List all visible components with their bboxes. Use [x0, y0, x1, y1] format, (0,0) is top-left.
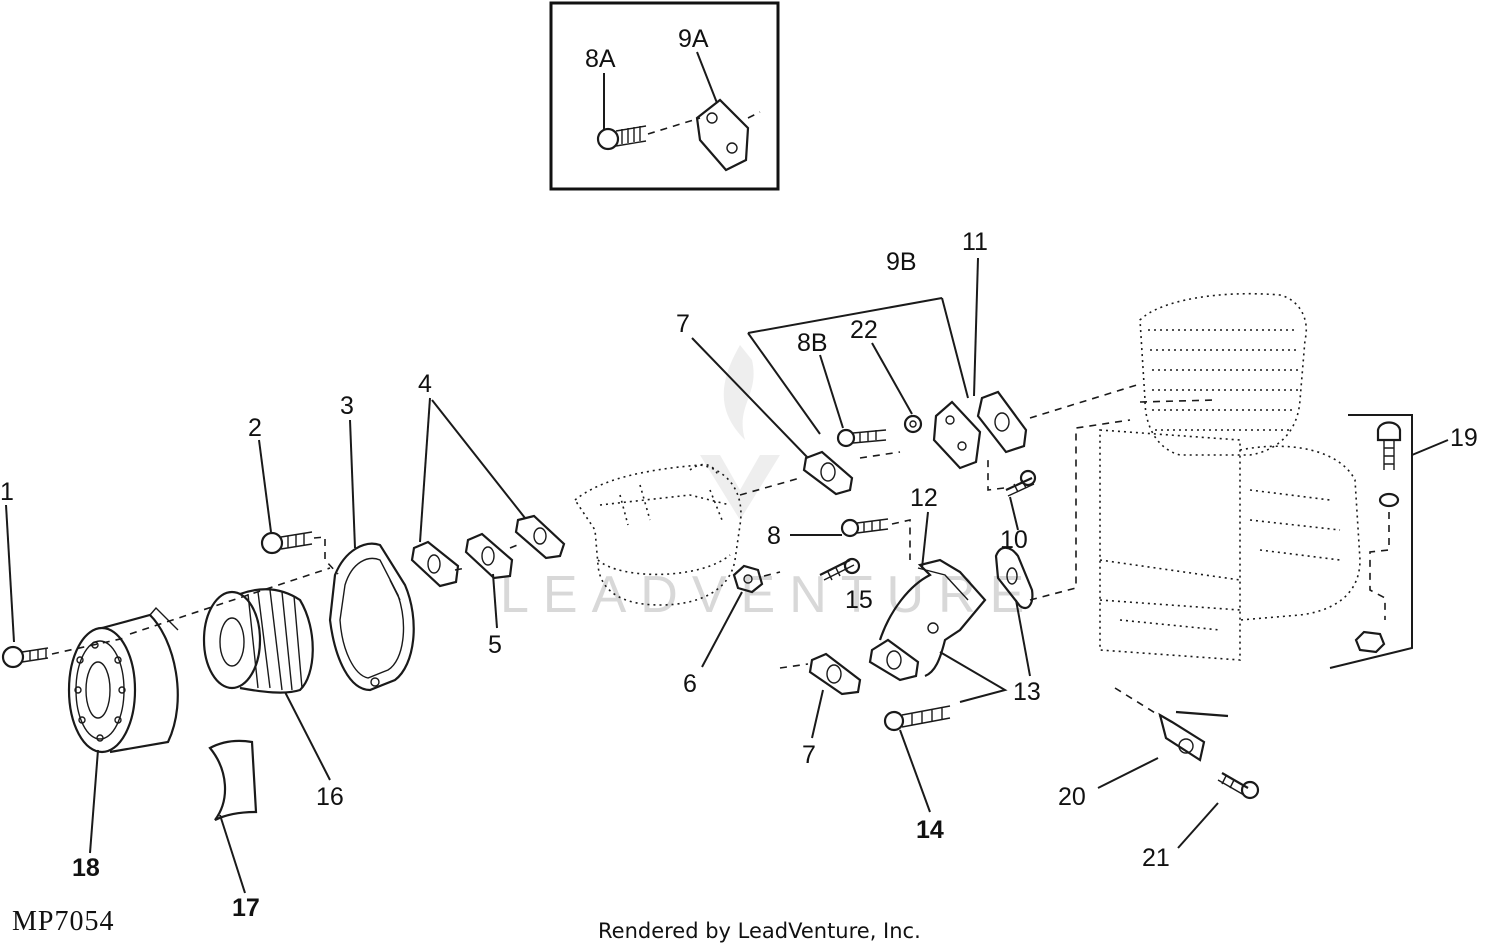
- callout-13: 13: [1013, 678, 1041, 706]
- leader-18: [89, 749, 99, 854]
- part-22-washer: [903, 414, 923, 434]
- leader-1: [5, 504, 15, 643]
- callout-11: 11: [962, 228, 988, 256]
- leader-19: [1411, 439, 1449, 456]
- inset-box: [549, 1, 780, 191]
- callout-3: 3: [340, 392, 354, 420]
- assembly-axis-line: [129, 383, 1141, 635]
- callout-14: 14: [916, 816, 944, 844]
- part-15-screw: [819, 557, 861, 581]
- leader-22: [871, 342, 913, 415]
- callout-5: 5: [488, 631, 502, 659]
- part-3-air-cleaner-base: [328, 542, 415, 692]
- leader-14-b: [939, 651, 1008, 703]
- callout-9b: 9B: [886, 248, 917, 276]
- part-16-filter-element: [202, 588, 314, 694]
- part-7-gasket-lower: [779, 652, 862, 696]
- leader-12: [921, 511, 929, 569]
- leader-17: [219, 814, 246, 894]
- part-2-screw: [260, 531, 339, 575]
- callout-1: 1: [0, 478, 14, 506]
- callout-9a: 9A: [678, 25, 709, 53]
- part-20-clamp: [1114, 687, 1229, 762]
- watermark-text: LEADVENTURE: [500, 566, 1038, 624]
- callout-16: 16: [316, 783, 344, 811]
- part-6-nut: [732, 564, 781, 594]
- part-13-gasket: [994, 546, 1034, 610]
- callout-10: 10: [1000, 526, 1028, 554]
- leader-7a: [691, 337, 809, 459]
- callout-18: 18: [72, 854, 100, 882]
- part-4-gasket-a: [410, 540, 460, 588]
- render-credit: Rendered by LeadVenture, Inc.: [598, 919, 921, 943]
- leadventure-watermark-logo: [700, 345, 780, 520]
- leader-11: [973, 257, 979, 397]
- carburetor-ghost: [573, 463, 801, 606]
- callout-4: 4: [418, 370, 432, 398]
- part-5-gasket: [464, 532, 514, 580]
- leader-9a: [696, 51, 718, 104]
- callout-8b: 8B: [797, 329, 828, 357]
- leader-21: [1177, 802, 1219, 849]
- callout-7-lower: 7: [802, 741, 816, 769]
- part-11-gasket: [976, 390, 1028, 454]
- callout-22: 22: [850, 316, 878, 344]
- leader-8b: [819, 354, 844, 429]
- callout-19: 19: [1450, 424, 1478, 452]
- leader-2: [258, 439, 272, 533]
- leader-4b: [431, 399, 526, 519]
- callout-2: 2: [248, 414, 262, 442]
- callout-7-upper: 7: [676, 310, 690, 338]
- leader-9b-c: [941, 297, 969, 399]
- part-17-pre-cleaner: [208, 739, 258, 821]
- leader-9b-b: [747, 332, 821, 435]
- part-18-air-cleaner-cover: [67, 606, 179, 754]
- part-21-screw: [1217, 772, 1260, 800]
- leader-4a: [419, 397, 431, 543]
- part-1-screw: [1, 637, 126, 669]
- leader-9b-a: [747, 297, 943, 334]
- part-7-gasket-upper: [802, 450, 854, 496]
- callout-15: 15: [845, 586, 873, 614]
- part-14-screw: [883, 705, 951, 732]
- leader-20: [1097, 757, 1159, 789]
- leader-14-a: [899, 729, 931, 813]
- inset-block-9a: [695, 98, 761, 172]
- callout-8: 8: [767, 522, 781, 550]
- leader-7b: [811, 689, 824, 739]
- callout-20: 20: [1058, 783, 1086, 811]
- part-19-bolt: [1354, 421, 1402, 654]
- figure-id: MP7054: [12, 906, 114, 937]
- leader-3: [349, 419, 356, 549]
- engine-block-ghost: [1099, 292, 1361, 661]
- leader-19-bracket: [1329, 414, 1413, 669]
- leader-16: [284, 691, 331, 781]
- callout-12: 12: [910, 484, 938, 512]
- leader-13: [1015, 599, 1031, 677]
- leader-10: [1009, 496, 1019, 531]
- part-9b-block: [932, 400, 982, 470]
- mounting-line-13: [1029, 419, 1131, 601]
- callout-6: 6: [683, 670, 697, 698]
- leader-6: [701, 591, 743, 668]
- inset-screw-8a: [596, 117, 701, 151]
- part-12-gasket: [868, 638, 920, 682]
- callout-8a: 8A: [585, 45, 616, 73]
- leader-5: [492, 573, 498, 629]
- callout-17: 17: [232, 894, 260, 922]
- part-8-screw: [840, 518, 911, 560]
- part-8b-screw: [836, 428, 887, 448]
- part-4-gasket-b: [514, 514, 566, 560]
- callout-21: 21: [1142, 844, 1170, 872]
- part-12-bracket: [878, 558, 987, 678]
- part-10-screw: [987, 460, 1037, 497]
